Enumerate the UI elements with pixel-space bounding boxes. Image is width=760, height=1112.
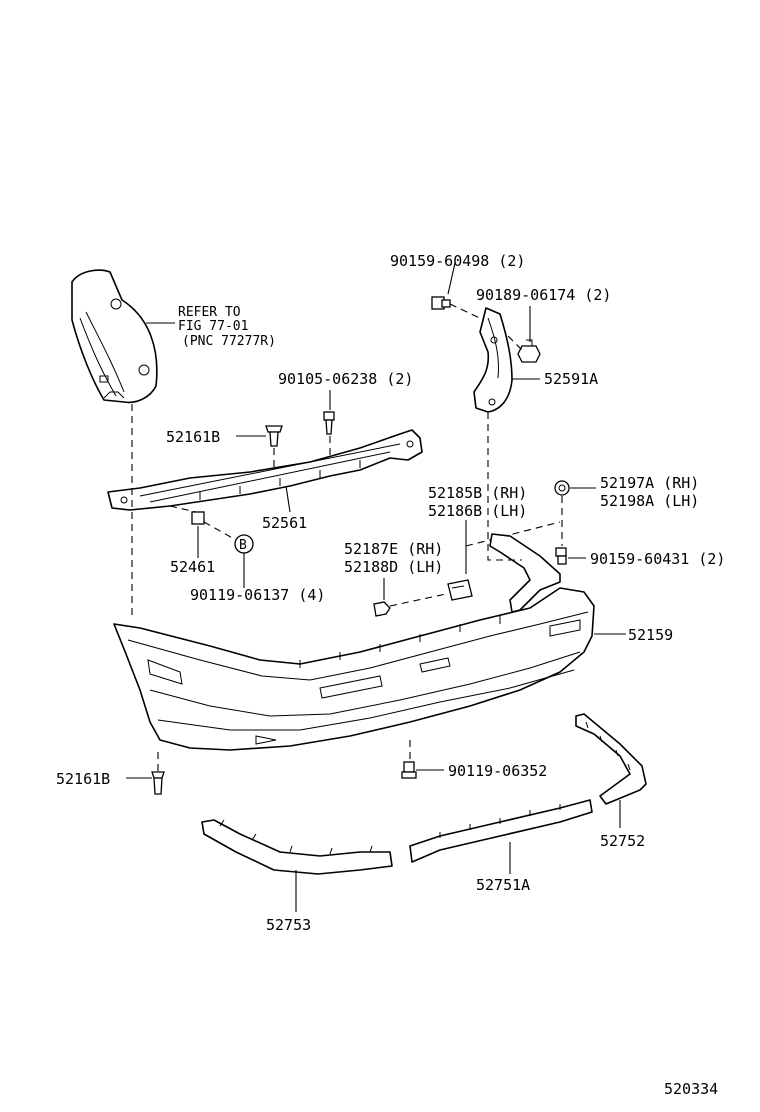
- support-52187E-part: [447, 579, 473, 601]
- label-52161B-upper: 52161B: [166, 428, 220, 446]
- nut-90189-06174-part: [517, 339, 541, 363]
- label-90159-60431: 90159-60431 (2): [590, 550, 725, 568]
- label-52591A: 52591A: [544, 370, 598, 388]
- screw-90105-06238-part: [323, 411, 335, 435]
- moulding-52752-part: [575, 713, 647, 805]
- clip-52161B-lower-part: [151, 771, 165, 795]
- label-52198A: 52198A (LH): [600, 492, 699, 510]
- bolt-90159-60498-part: [431, 296, 451, 310]
- bolt-90119-06352-part: [401, 761, 417, 779]
- bracket-52591A-part: [473, 307, 513, 413]
- reinforcement-52561-part: [107, 429, 423, 511]
- label-52752: 52752: [600, 832, 645, 850]
- retainer-52197A-part: [554, 480, 570, 496]
- clip-under-52187E-part: [373, 601, 391, 617]
- label-90119-06352: 90119-06352: [448, 762, 547, 780]
- label-refer-line2: FIG 77-01: [178, 319, 248, 334]
- label-52197A: 52197A (RH): [600, 474, 699, 492]
- label-refer-line3: (PNC 77277R): [182, 334, 276, 349]
- fender-liner-part: [71, 269, 158, 404]
- label-52561: 52561: [262, 514, 307, 532]
- bumper-cover-52159-part: [113, 587, 595, 751]
- clip-52161B-upper-part: [265, 425, 283, 447]
- label-52185B: 52185B (RH): [428, 484, 527, 502]
- label-52161B-lower: 52161B: [56, 770, 110, 788]
- label-90159-60498: 90159-60498 (2): [390, 252, 525, 270]
- moulding-52751A-part: [409, 799, 593, 863]
- label-52751A: 52751A: [476, 876, 530, 894]
- label-52187E: 52187E (RH): [344, 540, 443, 558]
- label-52461: 52461: [170, 558, 215, 576]
- moulding-52753-part: [201, 819, 393, 875]
- label-90105-06238: 90105-06238 (2): [278, 370, 413, 388]
- callout-b-label: B: [239, 538, 247, 553]
- figure-number: 520334: [664, 1080, 718, 1098]
- spacer-52461-part: [191, 511, 205, 525]
- label-52159: 52159: [628, 626, 673, 644]
- label-90119-06137: 90119-06137 (4): [190, 586, 325, 604]
- label-52188D: 52188D (LH): [344, 558, 443, 576]
- label-52186B: 52186B (LH): [428, 502, 527, 520]
- label-refer-line1: REFER TO: [178, 305, 241, 320]
- label-90189-06174: 90189-06174 (2): [476, 286, 611, 304]
- bolt-90159-60431-part: [555, 547, 567, 565]
- label-52753: 52753: [266, 916, 311, 934]
